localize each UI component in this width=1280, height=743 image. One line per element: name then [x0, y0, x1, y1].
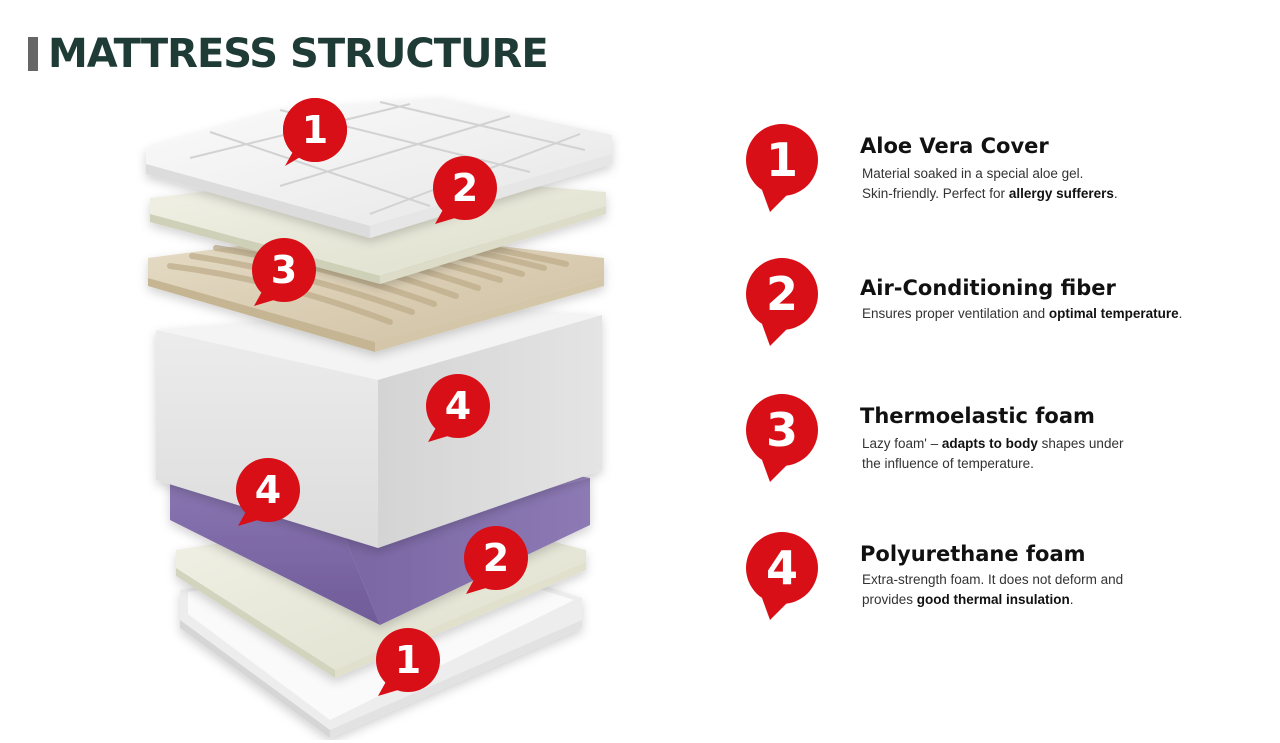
- legend-desc-emphasis: allergy sufferers: [1008, 186, 1114, 201]
- legend-desc-line: provides good thermal insulation.: [862, 590, 1123, 610]
- legend-desc-line: Skin-friendly. Perfect for allergy suffe…: [862, 184, 1118, 204]
- number-pin-icon: 3: [746, 394, 818, 482]
- legend-name: Polyurethane foam: [860, 542, 1086, 566]
- legend-name: Air-Conditioning fiber: [860, 276, 1116, 300]
- legend-desc-emphasis: optimal temperature: [1048, 306, 1179, 321]
- legend-item-polyurethane-foam: 4 Polyurethane foam Extra-strength foam.…: [740, 530, 1260, 630]
- legend-desc-emphasis: good thermal insulation: [916, 592, 1070, 607]
- layer-marker-4-top: 4: [426, 374, 490, 442]
- legend-number: 4: [766, 541, 798, 595]
- legend-desc-line: Lazy foam' – adapts to body shapes under: [862, 434, 1123, 454]
- legend-number: 2: [766, 267, 798, 321]
- layer-marker-2-bottom: 2: [464, 526, 528, 594]
- legend-number: 1: [766, 133, 798, 187]
- layer-marker-label: 2: [483, 536, 509, 580]
- legend-number: 3: [766, 403, 798, 457]
- legend-desc-text: .: [1113, 186, 1118, 201]
- layer-marker-3: 3: [252, 238, 316, 306]
- title-block: MATTRESS STRUCTURE: [28, 31, 549, 77]
- layer-marker-label: 2: [452, 166, 478, 210]
- title-accent-bar: [28, 37, 38, 71]
- legend-description: Extra-strength foam. It does not deform …: [862, 570, 1123, 610]
- mattress-layers-illustration: 1 2 3 4 4 2 1: [146, 97, 612, 738]
- number-pin-icon: 1: [746, 124, 818, 212]
- layer-marker-1-bottom: 1: [376, 628, 440, 696]
- legend-description: Material soaked in a special aloe gel. S…: [862, 164, 1118, 204]
- legend-desc-emphasis: adapts to body: [941, 436, 1038, 451]
- legend-desc-text: Skin-friendly. Perfect for: [862, 186, 1009, 201]
- layer-marker-1-top: 1: [283, 97, 348, 166]
- legend-item-aloe-vera-cover: 1 Aloe Vera Cover Material soaked in a s…: [740, 122, 1260, 222]
- page-title: MATTRESS STRUCTURE: [48, 31, 549, 77]
- legend-desc-text: Lazy foam' –: [862, 436, 942, 451]
- layer-marker-label: 3: [271, 248, 297, 292]
- layer-marker-label: 1: [395, 638, 421, 682]
- layer-marker-2-top: 2: [433, 156, 497, 224]
- number-pin-icon: 4: [746, 532, 818, 620]
- top-quilted-cover: [146, 98, 612, 238]
- legend-desc-line: Ensures proper ventilation and optimal t…: [862, 304, 1182, 324]
- legend-desc-line: the influence of temperature.: [862, 456, 1034, 471]
- layer-marker-4-bottom: 4: [236, 458, 300, 526]
- legend-description: Ensures proper ventilation and optimal t…: [862, 304, 1182, 324]
- legend-name: Aloe Vera Cover: [860, 134, 1049, 158]
- legend-desc-text: Ensures proper ventilation and: [862, 306, 1049, 321]
- legend-item-air-conditioning-fiber: 2 Air-Conditioning fiber Ensures proper …: [740, 256, 1260, 356]
- legend-desc-text: .: [1178, 306, 1183, 321]
- legend-desc-line: Material soaked in a special aloe gel.: [862, 166, 1084, 181]
- legend-desc-text: .: [1069, 592, 1074, 607]
- legend-name: Thermoelastic foam: [860, 404, 1095, 428]
- layer-marker-label: 4: [445, 384, 471, 428]
- legend-item-thermoelastic-foam: 3 Thermoelastic foam Lazy foam' – adapts…: [740, 392, 1260, 492]
- legend-description: Lazy foam' – adapts to body shapes under…: [862, 434, 1123, 474]
- legend-desc-line: Extra-strength foam. It does not deform …: [862, 572, 1124, 587]
- number-pin-icon: 2: [746, 258, 818, 346]
- layer-marker-label: 4: [255, 468, 281, 512]
- legend-desc-text: provides: [862, 592, 917, 607]
- layer-marker-label: 1: [302, 108, 328, 152]
- legend-desc-text: shapes under: [1037, 436, 1124, 451]
